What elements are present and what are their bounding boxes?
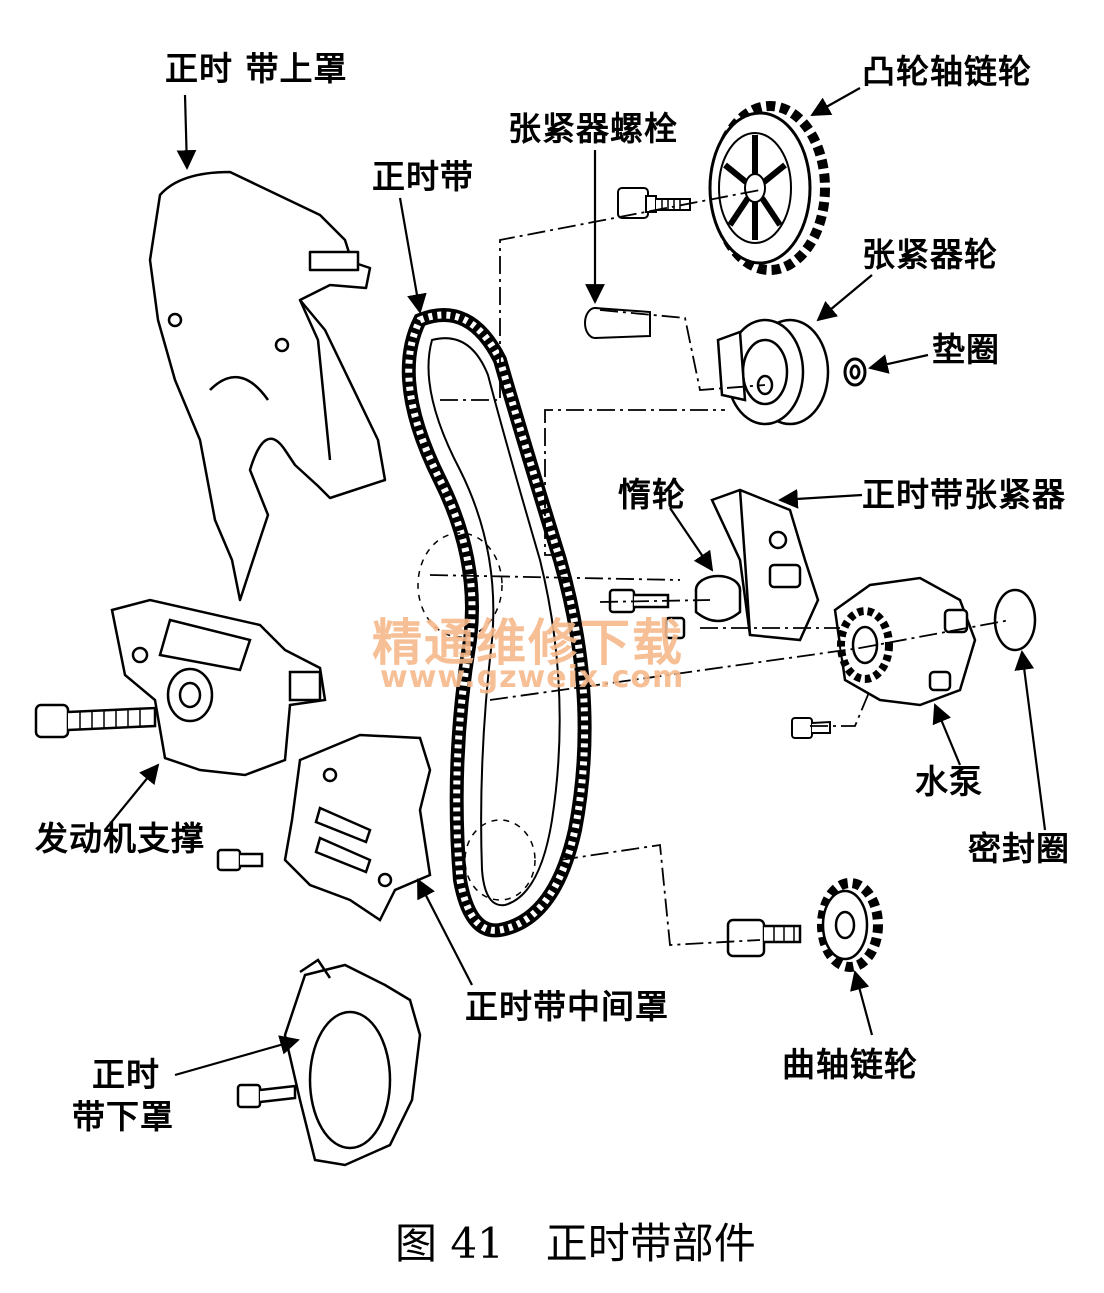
label-lower-cover-line1: 正时: [92, 1055, 160, 1094]
pump-bolt-part: [791, 717, 831, 739]
crankshaft-sprocket-part: [726, 878, 883, 972]
watermark-text: 精通维修下载: [372, 614, 684, 672]
label-middle-cover: 正时带中间罩: [465, 987, 669, 1026]
assembly-lines: [429, 189, 1011, 946]
label-tensioner-bolt: 张紧器螺栓: [508, 109, 678, 148]
label-timing-belt: 正时带: [372, 157, 474, 196]
figure-title: 正时带部件: [545, 1219, 756, 1268]
upper-cover-part: [148, 170, 387, 602]
tensioner-sleeve-part: [584, 307, 651, 339]
leader-arrows: [104, 87, 1047, 1077]
engine-mount-part: [34, 598, 327, 777]
seal-ring-part: [993, 588, 1037, 652]
lower-cover-part: [236, 958, 422, 1167]
figure-number: 图 41: [395, 1219, 504, 1268]
label-washer: 垫圈: [932, 330, 1000, 369]
timing-belt-part: [401, 308, 592, 938]
label-belt-tensioner: 正时带张紧器: [862, 475, 1066, 514]
label-lower-cover-line2: 带下罩: [72, 1097, 174, 1136]
label-crankshaft-sprocket: 曲轴链轮: [782, 1045, 918, 1084]
washer-part: [843, 357, 867, 387]
figure-caption: 图 41 正时带部件: [395, 1210, 756, 1271]
tensioner-pulley-part: [716, 318, 830, 426]
label-idler: 惰轮: [618, 475, 686, 514]
watermark-url: www.gzweix.com: [380, 660, 685, 695]
water-pump-part: [833, 576, 977, 707]
label-upper-cover: 正时 带上罩: [165, 49, 348, 88]
camshaft-sprocket-part: [708, 101, 830, 275]
middle-cover-part: [216, 733, 432, 922]
label-tensioner-pulley: 张紧器轮: [862, 235, 998, 274]
belt-tensioner-part: [710, 488, 820, 642]
label-camshaft-sprocket: 凸轮轴链轮: [862, 52, 1032, 91]
tensioner-bolt-part: [617, 187, 691, 219]
label-engine-mount: 发动机支撑: [35, 819, 205, 858]
label-water-pump: 水泵: [915, 762, 983, 801]
label-seal-ring: 密封圈: [968, 829, 1070, 868]
